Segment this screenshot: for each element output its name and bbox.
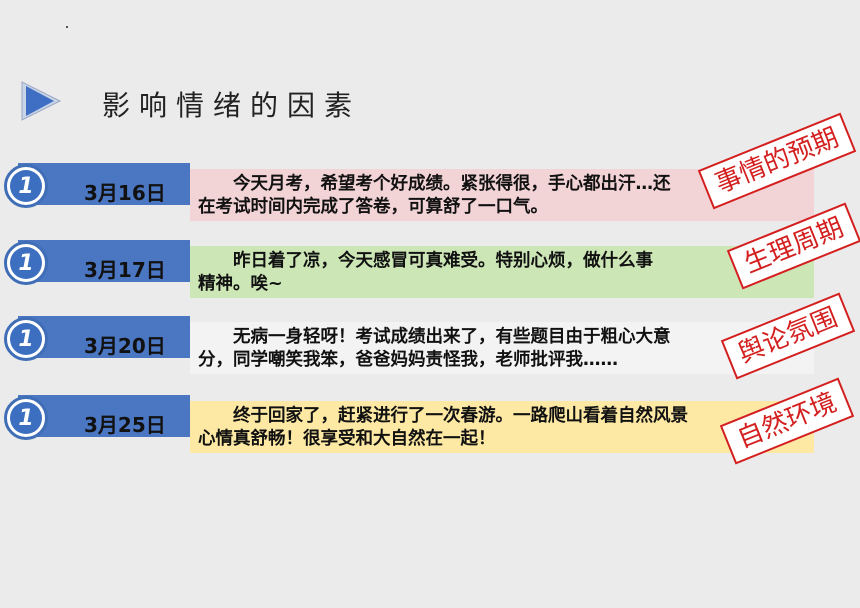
diary-entry-2: 1 3月17日 昨日着了凉，今天感冒可真难受。特别心烦，做什么事 精神。唉~ <box>0 240 860 310</box>
entry-date: 3月16日 <box>84 181 166 205</box>
play-arrow-icon <box>21 81 62 121</box>
number-badge: 1 <box>4 317 48 361</box>
entry-text-box: 终于回家了，赶紧进行了一次春游。一路爬山看着自然风景 心情真舒畅！很享受和大自然… <box>190 401 814 453</box>
entry-text-box: 昨日着了凉，今天感冒可真难受。特别心烦，做什么事 精神。唉~ <box>190 246 814 298</box>
number-badge: 1 <box>4 241 48 285</box>
entry-date: 3月17日 <box>84 258 166 282</box>
entry-text-line-1: 今天月考，希望考个好成绩。紧张得很，手心都出汗…还 <box>233 174 671 194</box>
entry-date: 3月25日 <box>84 413 166 437</box>
number-badge: 1 <box>4 164 48 208</box>
entry-text-line-1: 终于回家了，赶紧进行了一次春游。一路爬山看着自然风景 <box>233 406 688 426</box>
entry-text-line-2: 心情真舒畅！很享受和大自然在一起！ <box>198 429 496 449</box>
page-title: 影响情绪的因素 <box>102 89 362 122</box>
entry-text-line-1: 昨日着了凉，今天感冒可真难受。特别心烦，做什么事 <box>233 251 653 271</box>
badge-number: 1 <box>10 247 42 279</box>
badge-number: 1 <box>10 402 42 434</box>
diary-entry-3: 1 3月20日 无病一身轻呀！考试成绩出来了，有些题目由于粗心大意 分，同学嘲笑… <box>0 316 860 386</box>
badge-number: 1 <box>10 170 42 202</box>
entry-text-line-1: 无病一身轻呀！考试成绩出来了，有些题目由于粗心大意 <box>233 327 671 347</box>
number-badge: 1 <box>4 396 48 440</box>
entry-text-line-2: 分，同学嘲笑我笨，爸爸妈妈责怪我，老师批评我…… <box>198 350 618 370</box>
badge-number: 1 <box>10 323 42 355</box>
decorative-dot <box>66 26 68 28</box>
entry-text-box: 无病一身轻呀！考试成绩出来了，有些题目由于粗心大意 分，同学嘲笑我笨，爸爸妈妈责… <box>190 322 814 374</box>
entry-text-line-2: 精神。唉~ <box>198 274 283 294</box>
diary-entry-4: 1 3月25日 终于回家了，赶紧进行了一次春游。一路爬山看着自然风景 心情真舒畅… <box>0 395 860 465</box>
entry-text-line-2: 在考试时间内完成了答卷，可算舒了一口气。 <box>198 197 548 217</box>
entry-date: 3月20日 <box>84 334 166 358</box>
